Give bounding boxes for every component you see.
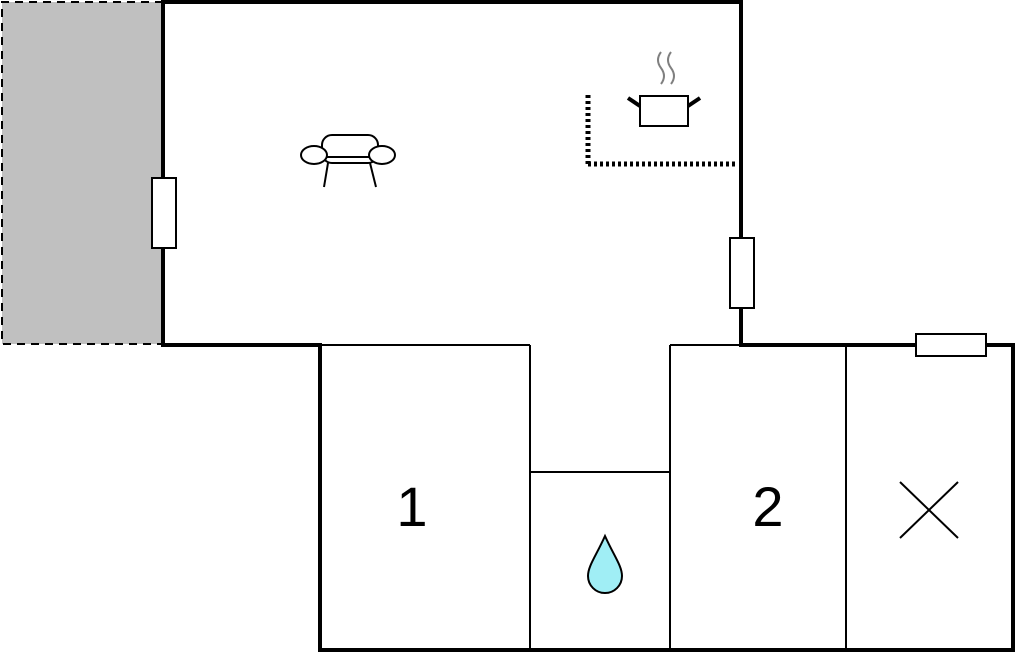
cross-line-2 [899,481,959,539]
steam-line-1 [657,51,665,85]
room-label-1: 1 [396,475,427,538]
sofa-icon [300,134,396,188]
sofa-leg-left [323,162,329,188]
room-label-2: 2 [752,475,783,538]
pot-body [639,95,689,127]
window-utility [915,333,987,357]
terrace [1,1,163,345]
kitchen-counter [585,95,736,167]
sofa-leg-right [369,162,377,188]
interior-walls [320,344,847,650]
cross-icon [899,481,959,539]
pot-handle-right [686,96,702,108]
cooking-pot-icon [626,51,702,127]
pot-handle-left [626,96,642,108]
exterior-walls [161,0,1015,652]
windows [151,177,987,357]
window-left [151,177,177,249]
main-wall-outline [161,0,1015,652]
steam [657,51,675,85]
sofa-arm-right [368,145,396,165]
water-drop-icon [586,533,624,594]
sofa-arm-left [300,145,328,165]
window-right [729,237,755,309]
steam-line-2 [667,51,675,85]
terrace-area [2,2,163,344]
